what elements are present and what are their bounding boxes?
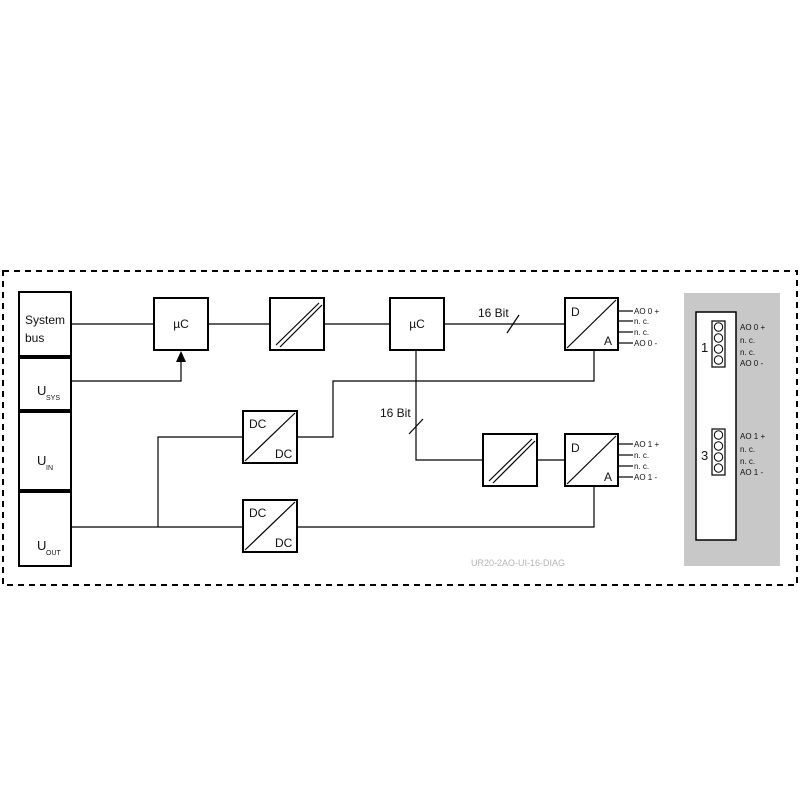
- system-bus-label-line1: System: [25, 313, 65, 327]
- ao0-pin-2: n. c.: [634, 317, 649, 326]
- terminal-icon: [713, 333, 724, 343]
- slot-1-pin-1: AO 0 +: [740, 323, 765, 332]
- system-bus-block: System bus: [18, 291, 72, 357]
- slot-3-number: 3: [701, 448, 708, 463]
- module-border: [2, 270, 798, 586]
- uin-label: U: [37, 453, 46, 468]
- terminal-icon: [713, 355, 724, 365]
- slot-1-pin-4: AO 0 -: [740, 359, 763, 368]
- ao0-pin-1: AO 0 +: [634, 307, 659, 316]
- terminal-icon: [713, 430, 724, 440]
- microcontroller-1: µC: [153, 297, 209, 351]
- isolator-bottom: [482, 433, 538, 487]
- ao0-pin-3: n. c.: [634, 328, 649, 337]
- uin-block: U IN: [18, 411, 72, 491]
- connector-panel: 1 AO 0 + n. c. n. c. AO 0 - 3 AO 1 + n. …: [684, 293, 780, 566]
- bus-width-label-mid: 16 Bit: [380, 406, 411, 420]
- model-name-watermark: UR20-2AO-UI-16-DIAG: [471, 558, 565, 568]
- ao1-pin-3: n. c.: [634, 462, 649, 471]
- uin-subscript: IN: [46, 465, 53, 472]
- slot-3-pin-4: AO 1 -: [740, 468, 763, 477]
- uout-subscript: OUT: [46, 550, 62, 557]
- isolator-top: [269, 297, 325, 351]
- terminal-icon: [713, 441, 724, 451]
- terminal-icon: [713, 344, 724, 354]
- microcontroller-2: µC: [389, 297, 445, 351]
- dcdc-top-in-label: DC: [249, 417, 267, 431]
- slot-1-pin-3: n. c.: [740, 348, 755, 357]
- dcdc-converter-top: DC DC: [242, 410, 298, 464]
- da-top-d-label: D: [571, 305, 580, 319]
- wires: [71, 310, 633, 528]
- ao0-pin-4: AO 0 -: [634, 339, 657, 348]
- arrow-head-icon: [176, 351, 186, 362]
- uout-block: U OUT: [18, 491, 72, 567]
- dcdc-bottom-out-label: DC: [275, 536, 293, 550]
- usys-label: U: [37, 383, 46, 398]
- ao1-pin-labels: AO 1 + n. c. n. c. AO 1 -: [634, 440, 659, 482]
- slot-3-pin-3: n. c.: [740, 457, 755, 466]
- da-top-a-label: A: [604, 334, 612, 348]
- usys-subscript: SYS: [46, 395, 60, 402]
- slot-1-number: 1: [701, 340, 708, 355]
- da-bottom-d-label: D: [571, 441, 580, 455]
- ao1-pin-1: AO 1 +: [634, 440, 659, 449]
- uout-label: U: [37, 538, 46, 553]
- uc2-label: µC: [409, 317, 425, 331]
- dcdc-bottom-in-label: DC: [249, 506, 267, 520]
- slot-3-pin-2: n. c.: [740, 445, 755, 454]
- usys-block: U SYS: [18, 357, 72, 411]
- terminal-icon: [713, 322, 724, 332]
- uc1-label: µC: [173, 317, 189, 331]
- ao0-pin-labels: AO 0 + n. c. n. c. AO 0 -: [634, 307, 659, 348]
- da-bottom-a-label: A: [604, 470, 612, 484]
- slot-1-pin-2: n. c.: [740, 336, 755, 345]
- slot-3-pin-1: AO 1 +: [740, 432, 765, 441]
- terminal-icon: [713, 452, 724, 462]
- da-converter-bottom: D A: [564, 433, 619, 487]
- terminal-icon: [713, 463, 724, 473]
- ao1-pin-4: AO 1 -: [634, 473, 657, 482]
- dcdc-converter-bottom: DC DC: [242, 499, 298, 553]
- system-bus-label-line2: bus: [25, 331, 44, 345]
- ao1-pin-2: n. c.: [634, 451, 649, 460]
- dcdc-top-out-label: DC: [275, 447, 293, 461]
- da-converter-top: D A: [564, 297, 619, 351]
- bus-width-label-top: 16 Bit: [478, 306, 509, 320]
